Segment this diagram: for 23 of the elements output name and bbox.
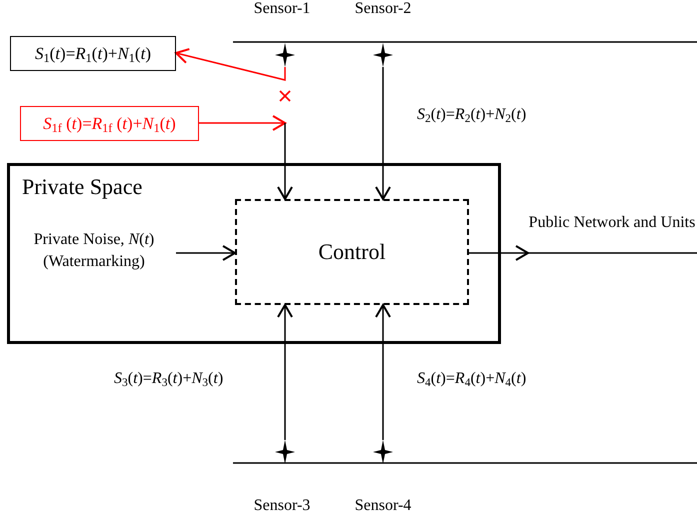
edge-label: S$_{2}$(t)=R$_{2}$(t)+N$_{2}$(t): [415, 106, 528, 124]
arrow: [176, 245, 236, 261]
sensor-label: Sensor-4: [354, 497, 412, 515]
control-label: Control: [318, 239, 386, 265]
edge-label: S$_{4}$(t)=R$_{4}$(t)+N$_{4}$(t): [415, 370, 528, 388]
arrow: [375, 67, 391, 200]
arrow: [277, 123, 293, 200]
arrow: [469, 245, 529, 261]
arrow: [199, 115, 286, 131]
node-text: Private Noise, N(t) (Watermarking): [32, 230, 156, 272]
control-box: [235, 199, 469, 305]
private-space-box: [7, 163, 501, 344]
node-text: Public Network and Units: [528, 213, 696, 234]
edge-label: S$_{3}$(t)=R$_{3}$(t)+N$_{3}$(t): [112, 370, 226, 388]
sensor-label: Sensor-3: [254, 497, 310, 515]
signal-equation-box: S$_{1}$(t)=R$_{1}$(t)+N$_{1}$(t): [10, 36, 176, 71]
signal-equation-box: S$_{1f}$ (t)=R$_{1f}$ (t)+N$_{1}$(t): [20, 106, 199, 141]
arrow: [375, 304, 391, 440]
sensor-label: Sensor-2: [354, 0, 412, 18]
sensor-label: Sensor-1: [254, 0, 310, 18]
arrow: [277, 304, 293, 440]
arrow: [175, 48, 286, 81]
box-heading: Private Space: [22, 174, 142, 200]
